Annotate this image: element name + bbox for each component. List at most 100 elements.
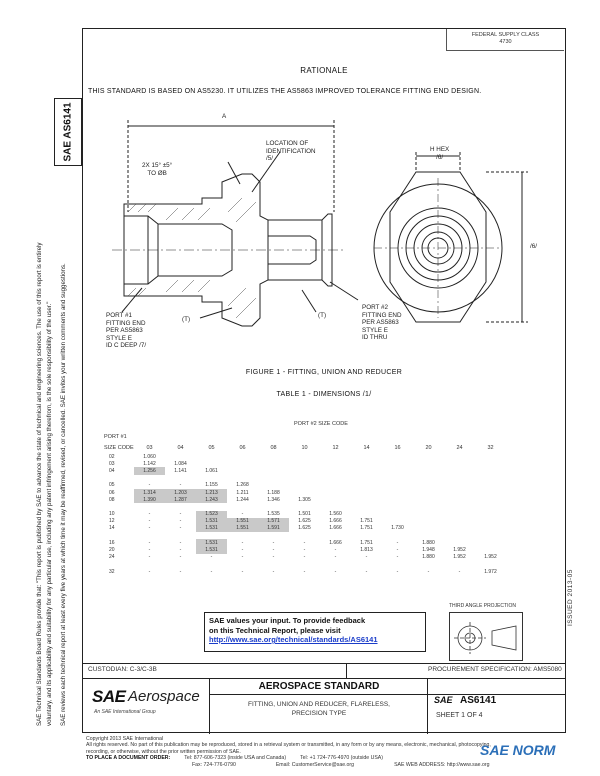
table-cell [413, 489, 444, 496]
table-cell [444, 503, 475, 510]
table-cell [444, 489, 475, 496]
table-row [106, 532, 506, 539]
table-cell: - [148, 482, 151, 489]
table-cell [413, 511, 444, 518]
table-cell [444, 525, 475, 532]
table-cell [258, 475, 289, 482]
column-header: 12 [332, 445, 339, 451]
table-cell: 1.571 [258, 517, 289, 525]
table-cell [475, 503, 506, 510]
table-cell [382, 453, 413, 460]
doc-sae-mark: SAE [434, 695, 453, 705]
table-cell [196, 561, 227, 568]
table-cell [227, 460, 258, 467]
table-cell [289, 532, 320, 539]
row-size-code: 12 [109, 518, 115, 525]
footer-fax: Fax: 724-776-0790 [192, 761, 236, 768]
table-cell: 1.243 [196, 496, 227, 504]
table-cell [320, 503, 351, 510]
table-cell: - [148, 518, 151, 525]
table-cell: 1.880 [422, 539, 435, 546]
column-header: 24 [456, 445, 463, 451]
table-cell [475, 525, 506, 532]
table-cell: 1.287 [165, 496, 196, 504]
table-cell [444, 482, 475, 489]
table-cell: - [241, 511, 244, 518]
title-block-right: SAE AS6141 SHEET 1 OF 4 [428, 679, 566, 734]
row-size-code: 05 [109, 482, 115, 489]
sae-norm-watermark: SAE NORM [480, 742, 556, 758]
table-cell: - [148, 539, 151, 546]
table-cell: - [179, 539, 182, 546]
table-cell: 1.188 [267, 489, 280, 496]
port-2-header: PORT #2 SIZE CODE [294, 421, 348, 427]
column-header: 32 [487, 445, 494, 451]
document-title-line-1: FITTING, UNION AND REDUCER, FLARELESS, [248, 701, 390, 708]
table-cell: - [303, 539, 306, 546]
table-cell: 1.213 [196, 488, 227, 497]
table-cell: - [148, 554, 151, 561]
table-cell [444, 561, 475, 568]
table-cell [351, 503, 382, 510]
sidebar-document-id: SAE AS6141 [54, 98, 82, 166]
table-cell: - [272, 547, 275, 554]
location-of-identification-label: LOCATION OF IDENTIFICATION /5/ [266, 140, 316, 162]
table-cell [320, 460, 351, 467]
table-cell [351, 511, 382, 518]
table-cell [475, 453, 506, 460]
row-size-code [106, 503, 134, 510]
table-cell [444, 453, 475, 460]
table-cell: 1.501 [298, 511, 311, 518]
table-cell: 1.523 [196, 510, 227, 518]
table-cell [196, 475, 227, 482]
feedback-link[interactable]: http://www.sae.org/technical/standards/A… [209, 635, 378, 644]
table-cell [196, 532, 227, 539]
table-cell: - [396, 554, 399, 561]
footer-order-row: TO PLACE A DOCUMENT ORDER: Tel: 877-606-… [86, 755, 546, 761]
table-cell [320, 532, 351, 539]
table-cell [444, 496, 475, 503]
table-cell [413, 453, 444, 460]
margin-text-rules: SAE Technical Standards Board Rules prov… [36, 242, 43, 727]
federal-supply-class-label: FEDERAL SUPPLY CLASS [471, 32, 540, 38]
table-cell [289, 467, 320, 474]
column-header: 10 [301, 445, 308, 451]
table-cell: 1.256 [134, 467, 165, 475]
fitting-drawing [112, 120, 528, 327]
row-size-code: 04 [109, 467, 115, 474]
table-cell [475, 460, 506, 467]
port-2-label: PORT #2 FITTING END PER AS5863 STYLE E I… [362, 304, 402, 341]
table-cell: - [334, 554, 337, 561]
table-cell: 1.314 [134, 488, 165, 497]
column-header: 05 [208, 445, 215, 451]
column-header: 04 [177, 445, 184, 451]
table-cell: 1.591 [258, 524, 289, 533]
footer-rights: All rights reserved. No part of this pub… [86, 742, 491, 749]
table-cell [382, 489, 413, 496]
table-cell [320, 453, 351, 460]
column-header: 20 [425, 445, 432, 451]
row-size-code [106, 475, 134, 482]
table-cell [196, 503, 227, 510]
table-cell: 1.531 [196, 539, 227, 547]
footer-web[interactable]: SAE WEB ADDRESS: http://www.sae.org [394, 761, 490, 768]
table-cell: 1.972 [484, 568, 497, 575]
table-cell [320, 561, 351, 568]
hex-end-view [373, 152, 528, 323]
table-cell [413, 496, 444, 503]
figure-caption: FIGURE 1 - FITTING, UNION AND REDUCER [245, 369, 403, 376]
table-cell: - [148, 511, 151, 518]
title-right-divider-top [428, 694, 566, 695]
projection-label: THIRD ANGLE PROJECTION [449, 603, 516, 609]
table-cell [444, 475, 475, 482]
table-cell: - [396, 568, 399, 575]
table-cell: 1.813 [360, 547, 373, 554]
federal-supply-class-box: FEDERAL SUPPLY CLASS 4730 [446, 29, 564, 51]
table-cell [258, 460, 289, 467]
